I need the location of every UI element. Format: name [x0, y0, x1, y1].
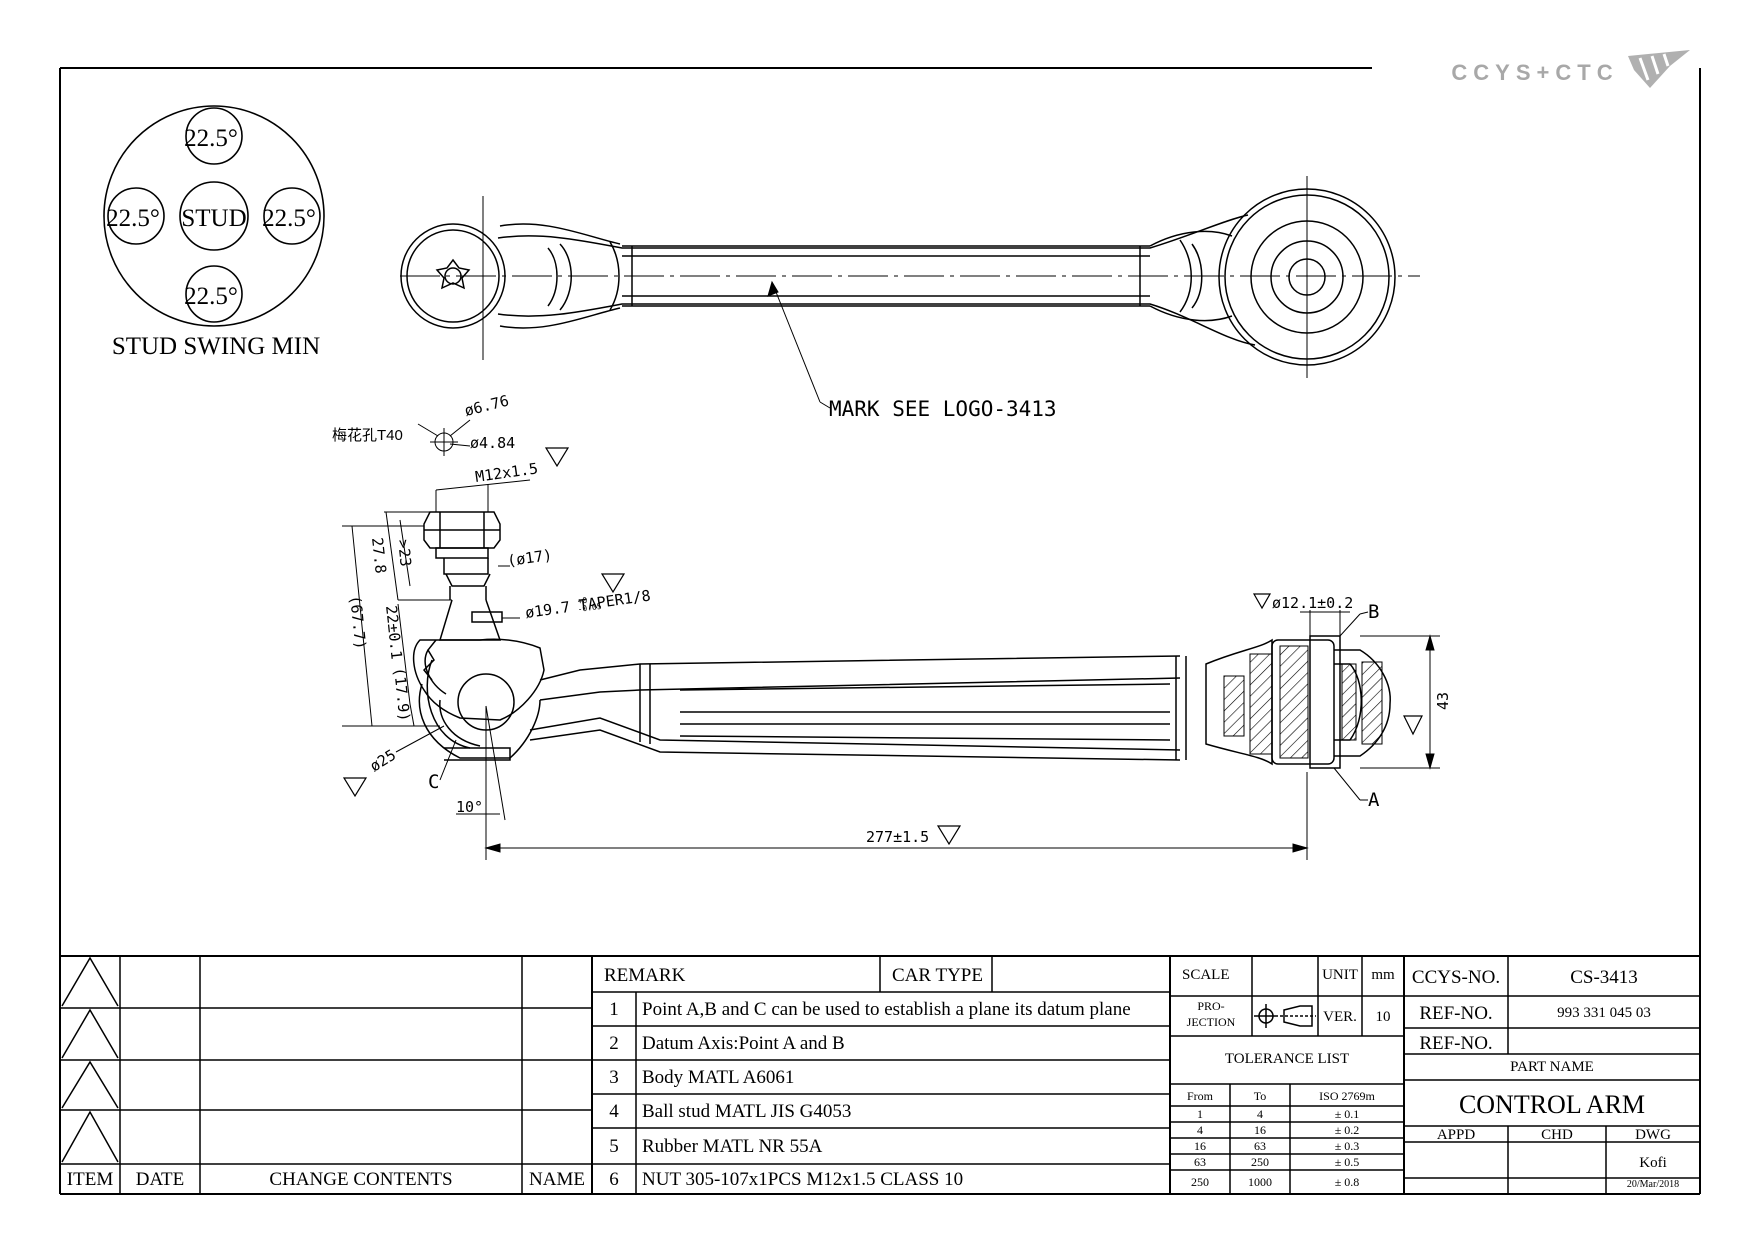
swing-angle-bottom: 22.5°: [184, 283, 238, 310]
swing-caption: STUD SWING MIN: [112, 333, 320, 360]
dim-d484: ø4.84: [470, 434, 515, 452]
rev-header-name: NAME: [529, 1169, 585, 1190]
remark-text-1: Point A,B and C can be used to establish…: [642, 999, 1131, 1020]
dim-taper-tol-lower: -0.05: [577, 602, 602, 614]
swing-center-label: STUD: [181, 205, 246, 232]
brand-logo: CCYS+CTC: [1451, 50, 1690, 88]
tol-to-1: 4: [1257, 1107, 1263, 1121]
mark-note: MARK SEE LOGO-3413: [829, 397, 1057, 421]
ver-label: VER.: [1323, 1009, 1357, 1025]
tol-header-to: To: [1253, 1089, 1267, 1103]
rev-header-change: CHANGE CONTENTS: [269, 1169, 453, 1190]
scale-label: SCALE: [1182, 967, 1230, 983]
tol-value-5: ± 0.8: [1334, 1175, 1360, 1189]
tol-header-iso: ISO 2769m: [1319, 1089, 1375, 1103]
swing-angle-right: 22.5°: [262, 205, 316, 232]
unit-value: mm: [1371, 967, 1395, 983]
dim-10deg: 10°: [456, 798, 483, 816]
remark-text-6: NUT 305-107x1PCS M12x1.5 CLASS 10: [642, 1169, 964, 1190]
top-view-centerlines: [400, 176, 1420, 409]
remark-text-3: Body MATL A6061: [642, 1067, 795, 1088]
tol-to-3: 63: [1254, 1139, 1266, 1153]
rev-header-date: DATE: [135, 1169, 185, 1190]
tol-from-4: 63: [1194, 1155, 1206, 1169]
brand-logo-mark: [1628, 50, 1690, 88]
remark-no-4: 4: [609, 1101, 619, 1122]
part-name-label: PART NAME: [1510, 1059, 1594, 1075]
sheet-border: [59, 67, 1701, 1195]
tol-value-3: ± 0.3: [1334, 1139, 1360, 1153]
ref-no2-label: REF-NO.: [1419, 1033, 1493, 1054]
point-b: B: [1368, 601, 1379, 623]
point-a: A: [1368, 789, 1380, 811]
drawer-name: Kofi: [1639, 1155, 1667, 1171]
ccys-no-label: CCYS-NO.: [1411, 967, 1501, 988]
top-view: [400, 188, 1396, 366]
torx-note: 梅花孔T40: [332, 427, 403, 444]
dim-d676: ø6.76: [463, 391, 511, 419]
projection-label-1: PRO-: [1197, 999, 1225, 1013]
point-c: C: [428, 771, 439, 793]
stud-swing-diagram: [103, 105, 325, 327]
rev-header-item: ITEM: [66, 1169, 114, 1190]
tol-from-5: 250: [1191, 1175, 1209, 1189]
tol-to-2: 16: [1254, 1123, 1266, 1137]
tol-header-from: From: [1186, 1089, 1213, 1103]
projection-label-2: JECTION: [1186, 1015, 1236, 1029]
remark-no-5: 5: [609, 1136, 619, 1157]
remark-text-4: Ball stud MATL JIS G4053: [642, 1101, 852, 1122]
remark-label: REMARK: [604, 965, 686, 986]
brand-logo-text: CCYS+CTC: [1451, 60, 1618, 85]
dimension-texts: 梅花孔T40 ø6.76 ø4.84 M12x1.5 (ø17) ø19.7 T…: [332, 391, 1452, 846]
tol-from-2: 4: [1197, 1123, 1203, 1137]
ver-value: 10: [1375, 1009, 1391, 1025]
tol-value-2: ± 0.2: [1334, 1123, 1360, 1137]
dim-d25: ø25: [367, 746, 400, 776]
dim-22: 22±0.1: [382, 605, 406, 661]
dimension-lines: [342, 419, 1440, 860]
dim-677: (67.7): [346, 595, 370, 651]
tolerance-title: TOLERANCE LIST: [1224, 1051, 1350, 1067]
dim-length: 277±1.5: [866, 828, 929, 846]
side-view: [412, 511, 1391, 769]
tol-from-1: 1: [1197, 1107, 1203, 1121]
swing-angle-left: 22.5°: [106, 205, 160, 232]
remark-no-6: 6: [609, 1169, 619, 1190]
tol-value-1: ± 0.1: [1334, 1107, 1360, 1121]
car-type-label: CAR TYPE: [892, 965, 983, 986]
surface-marks: [342, 447, 1423, 846]
dwg-label: DWG: [1635, 1127, 1671, 1143]
dim-taper-tol-upper: +0: [577, 596, 588, 606]
remark-no-2: 2: [609, 1033, 619, 1054]
remark-no-1: 1: [609, 999, 619, 1020]
dim-278: 27.8: [368, 537, 390, 575]
remark-text-5: Rubber MATL NR 55A: [642, 1136, 823, 1157]
tol-value-4: ± 0.5: [1334, 1155, 1360, 1169]
dim-d17: (ø17): [506, 546, 553, 570]
dim-bore: ø12.1±0.2: [1272, 594, 1353, 612]
swing-angle-top: 22.5°: [184, 125, 238, 152]
tol-to-5: 1000: [1248, 1175, 1272, 1189]
dim-23: >23: [394, 539, 415, 568]
section-hatch: [1223, 645, 1383, 759]
ccys-no-value: CS-3413: [1570, 967, 1638, 988]
tol-to-4: 250: [1251, 1155, 1269, 1169]
ref-no-label: REF-NO.: [1419, 1003, 1493, 1024]
drawing-date: 20/Mar/2018: [1626, 1179, 1680, 1190]
dim-179: (17.9): [390, 667, 414, 723]
tol-from-3: 16: [1194, 1139, 1206, 1153]
appd-label: APPD: [1436, 1127, 1476, 1143]
part-name-value: CONTROL ARM: [1458, 1090, 1646, 1119]
dim-thread: M12x1.5: [474, 459, 539, 486]
chd-label: CHD: [1541, 1127, 1573, 1143]
remark-no-3: 3: [609, 1067, 619, 1088]
ref-no-value: 993 331 045 03: [1557, 1005, 1651, 1021]
dim-43: 43: [1434, 692, 1452, 710]
remark-text-2: Datum Axis:Point A and B: [642, 1033, 845, 1054]
unit-label: UNIT: [1322, 967, 1358, 983]
title-block-grid: [60, 955, 1700, 1194]
